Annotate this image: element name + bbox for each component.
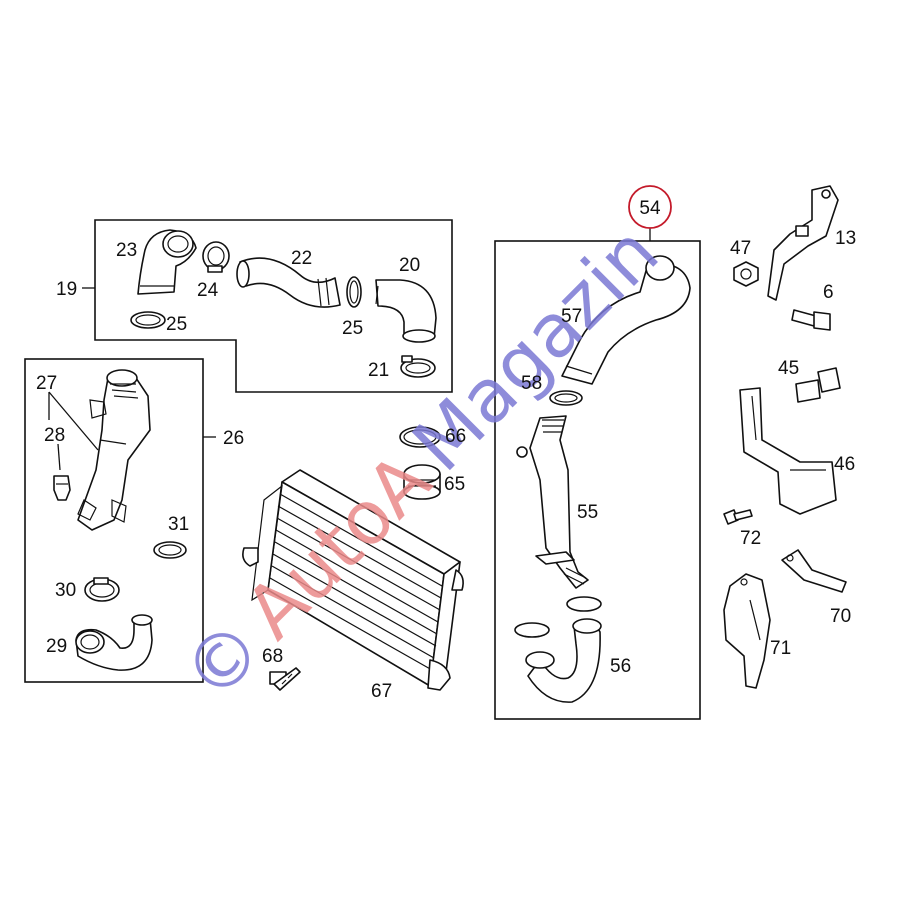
hose-57 [561,255,691,385]
intercooler-67 [242,469,464,691]
clamp-24 [202,241,230,273]
callout-58: 58 [521,373,542,394]
callout-66: 66 [445,426,466,447]
callout-45: 45 [778,358,799,379]
hose-56 [525,618,602,703]
clamp-21 [400,355,436,378]
callout-25-left: 25 [166,314,187,335]
callout-28: 28 [44,425,65,446]
callout-19: 19 [56,279,77,300]
clamp-25-left [130,311,166,329]
callout-21: 21 [368,360,389,381]
callout-24: 24 [197,280,219,301]
leader-28 [57,443,61,471]
callout-31: 31 [168,514,189,535]
clamp-31 [153,541,187,559]
group-frame-54 [494,240,701,720]
callout-22: 22 [291,248,312,269]
callout-20: 20 [399,255,420,276]
stud-45 [795,367,841,403]
callout-55: 55 [577,502,598,523]
callout-68: 68 [262,646,283,667]
screw-68 [269,667,301,691]
callout-23: 23 [116,240,137,261]
charge-pipe-26 [77,369,151,531]
clamp-58 [549,390,583,406]
callout-29: 29 [46,636,67,657]
callout-56: 56 [610,656,631,677]
leader-27-a [48,391,99,451]
bolt-6 [791,309,831,331]
bracket-13 [767,185,839,301]
callout-67: 67 [371,681,392,702]
hose-22 [236,257,341,308]
callout-71: 71 [770,638,791,659]
callout-25-right: 25 [342,318,363,339]
hose-29 [75,614,153,671]
callout-46: 46 [834,454,855,475]
callout-30: 30 [55,580,76,601]
group-frame-19 [94,219,453,393]
o-ring-66 [399,426,441,448]
callout-57: 57 [561,306,582,327]
highlight-ring-54 [628,185,672,229]
bolt-72 [723,509,753,525]
group-frame-26 [24,358,204,683]
adapter-65 [403,464,441,500]
callout-13: 13 [835,228,856,249]
bracket-70 [781,549,847,593]
pipe-elbow-23 [137,229,197,295]
bracket-71 [723,573,771,689]
bracket-46 [739,387,837,515]
clamps-56-upper [514,596,602,638]
elbow-20 [375,279,437,343]
clamp-25-right [346,276,362,308]
callout-65: 65 [444,474,465,495]
callout-70: 70 [830,606,851,627]
nut-47 [733,261,759,287]
callout-27: 27 [36,373,57,394]
pipe-55 [516,415,589,589]
callout-26: 26 [223,428,244,449]
sensor-28 [53,475,71,501]
clamp-30 [84,577,120,602]
callout-6: 6 [823,282,834,303]
callout-54: 54 [639,198,661,219]
callout-47: 47 [730,238,751,259]
callout-72: 72 [740,528,761,549]
